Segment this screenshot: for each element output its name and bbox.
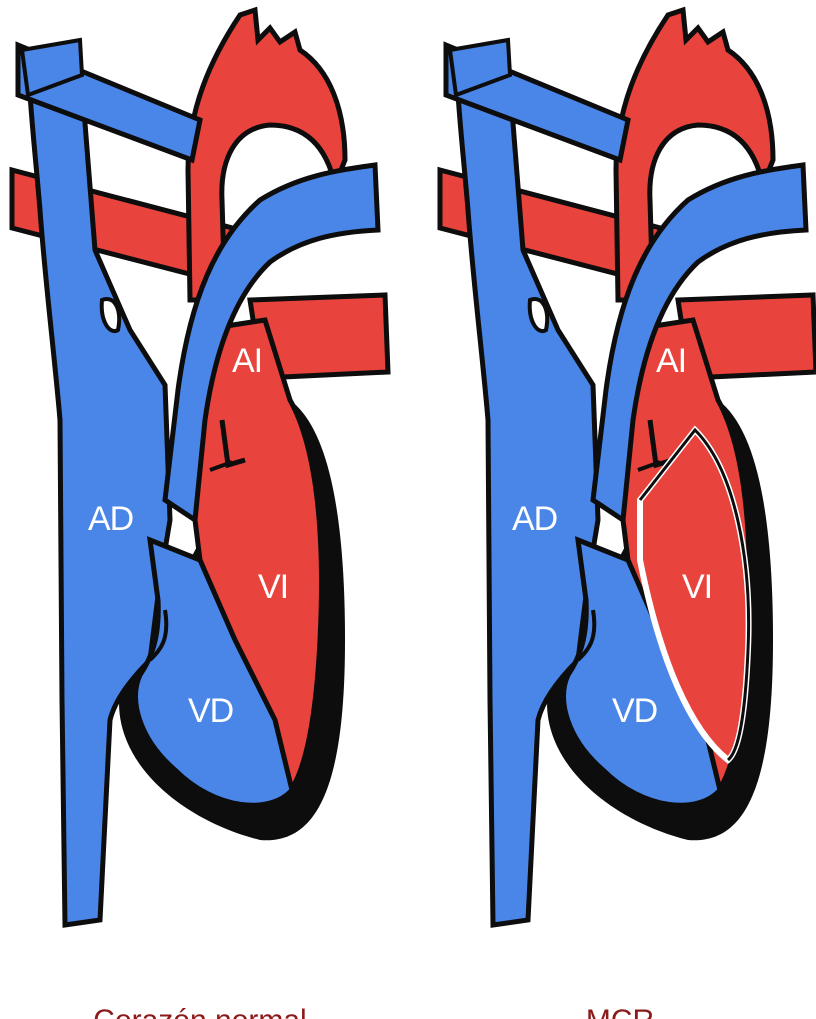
right-ventricle-label: VD — [612, 692, 657, 730]
left-ventricle-label: VI — [682, 568, 712, 606]
mcr-heart-caption: MCR — [586, 1004, 654, 1019]
left-atrium-label: AI — [656, 342, 686, 380]
left-ventricle-label: VI — [258, 568, 288, 606]
normal-heart-caption: Corazón normal — [93, 1004, 306, 1019]
normal-heart-diagram: AD AI VD VI Corazón normal — [12, 10, 388, 1019]
right-atrium-label: AD — [88, 500, 133, 538]
right-ventricle-label: VD — [188, 692, 233, 730]
right-atrium-label: AD — [512, 500, 557, 538]
left-atrium-label: AI — [232, 342, 262, 380]
mcr-heart-diagram: AD AI VD VI MCR — [440, 10, 816, 1019]
